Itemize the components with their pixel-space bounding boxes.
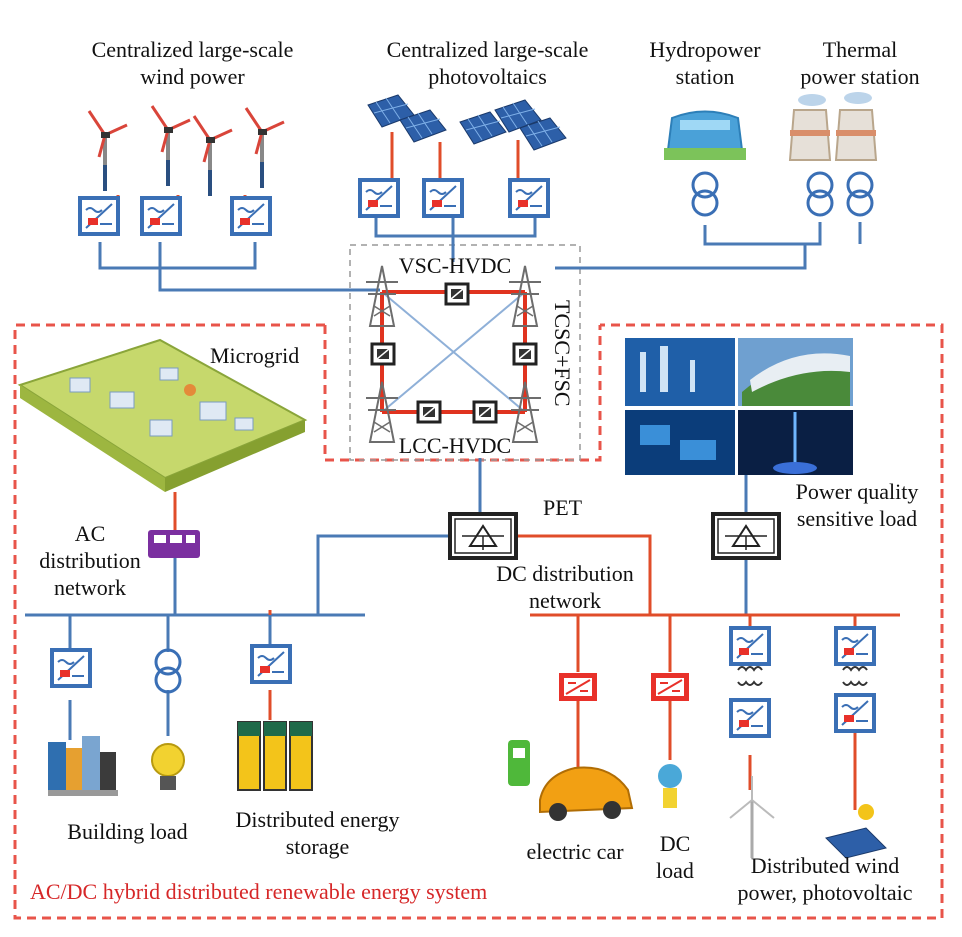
dc-converter-icon — [559, 673, 597, 701]
ac-network-label: AC distribution network — [39, 521, 141, 600]
small-pv-icon — [825, 804, 887, 859]
vsc-hvdc-label: VSC-HVDC — [398, 253, 512, 278]
electric-car-icon — [539, 766, 634, 821]
building-load-label: Building load — [67, 819, 188, 844]
system-boundary — [13, 323, 944, 920]
transformer-icon — [846, 171, 874, 217]
converter-icon — [230, 196, 272, 236]
lcc-hvdc-label: LCC-HVDC — [398, 433, 512, 458]
power-quality-label: Power quality sensitive load — [795, 479, 919, 531]
pv-converters — [358, 178, 550, 218]
pet-icon — [448, 512, 518, 560]
pv-array-group — [367, 94, 567, 151]
microgrid-label: Microgrid — [210, 343, 300, 368]
converter-icon — [834, 693, 876, 733]
battery-storage-icon — [237, 721, 313, 791]
dc-load-bulb-icon — [658, 764, 682, 808]
converter-icon — [358, 178, 400, 218]
converter-icon — [250, 644, 292, 684]
vsc-converter-icon — [444, 282, 470, 306]
converter-icon — [729, 698, 771, 738]
dist-wind-pv-label: Distributed wind power, photovoltaic — [737, 853, 913, 905]
thermal-label: Thermal power station — [800, 37, 920, 89]
dc-load-label: DC load — [656, 831, 694, 883]
dc-network-label: DC distribution network — [496, 561, 634, 613]
converter-icon — [140, 196, 182, 236]
converter-icon — [729, 626, 771, 666]
bulb-icon — [151, 743, 185, 790]
tcsc-fsc-label: TCSC+FSC — [550, 300, 575, 407]
hvdc-hub — [365, 265, 542, 443]
pet-icon — [711, 512, 781, 560]
photovoltaics-label: Centralized large-scale photovoltaics — [386, 37, 589, 89]
microgrid-icon — [17, 338, 308, 492]
system-title: AC/DC hybrid distributed renewable energ… — [30, 879, 488, 904]
wind-turbine-icon — [244, 106, 286, 190]
ac-converter-icon — [148, 530, 200, 558]
converter-icon — [50, 648, 92, 688]
converter-icon — [422, 178, 464, 218]
small-wind-turbine-icon — [729, 776, 775, 858]
converter-icon — [508, 178, 550, 218]
energy-storage-label: Distributed energy storage — [235, 807, 400, 859]
wind-turbine-icon — [87, 109, 129, 193]
transmission-lines — [25, 210, 862, 740]
transformer-coil-icon — [737, 666, 868, 686]
wind-converters — [78, 196, 272, 236]
wind-turbine-icon — [192, 114, 234, 198]
transformer-icon — [691, 171, 719, 217]
charger-icon — [508, 740, 530, 786]
dc-converter-icon — [651, 673, 689, 701]
transformer-icon — [154, 648, 182, 694]
building-load-icon — [48, 736, 118, 796]
fsc-icon — [512, 342, 538, 366]
tcsc-icon — [370, 342, 396, 366]
lcc-converter-icon — [416, 400, 442, 424]
lcc-converter-icon — [472, 400, 498, 424]
converter-icon — [78, 196, 120, 236]
transformer-icon — [806, 171, 834, 217]
wind-power-label: Centralized large-scale wind power — [91, 37, 294, 89]
hydropower-label: Hydropower station — [649, 37, 761, 89]
electric-car-label: electric car — [526, 839, 624, 864]
wind-turbine-icon — [150, 104, 192, 188]
power-quality-photos — [625, 338, 853, 475]
converter-icon — [834, 626, 876, 666]
dashed-boundaries — [13, 244, 944, 920]
wind-turbines-group — [87, 104, 286, 198]
pet-label: PET — [543, 495, 583, 520]
thermal-plant-icon — [788, 92, 878, 161]
hvdc-hub-boundary — [349, 244, 581, 461]
hydropower-icon — [664, 110, 746, 160]
